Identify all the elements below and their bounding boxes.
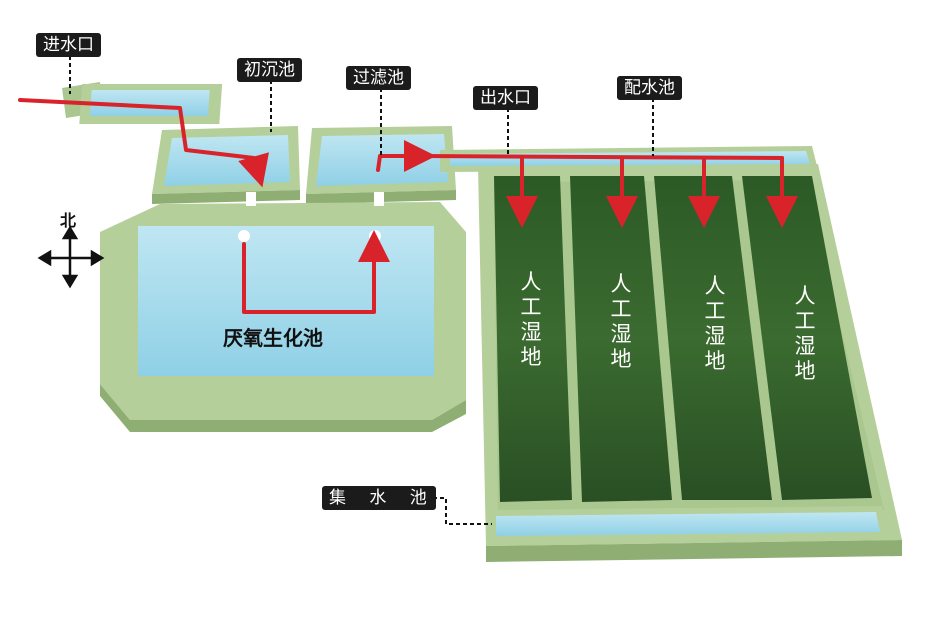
wetland-cell-3: [654, 176, 772, 500]
wetland-label-2: 人工湿地: [610, 272, 632, 371]
distribution-label: 配水池: [617, 76, 682, 100]
inlet-channel: [62, 82, 223, 124]
primary-settling-label: 初沉池: [237, 58, 302, 82]
filter-label: 过滤池: [346, 66, 411, 90]
wetland-cell-2: [570, 176, 672, 502]
wetland-label-1: 人工湿地: [520, 270, 542, 369]
anaerobic-label: 厌氧生化池: [223, 326, 323, 350]
primary-settling-tank: [152, 126, 300, 204]
compass-arrows: [37, 225, 105, 289]
collection-channel: [490, 506, 888, 546]
anaerobic-tank: [100, 202, 466, 432]
arrow-distribution: [418, 154, 784, 160]
wetland-cells: [494, 176, 872, 502]
flow-arrows: [18, 98, 798, 314]
inlet-label: 进水口: [36, 33, 101, 57]
wetland-label-4: 人工湿地: [794, 284, 816, 383]
outlet-label: 出水口: [473, 86, 538, 110]
leader-lines: [69, 56, 654, 525]
wetland-cell-4: [742, 176, 872, 500]
north-label: 北: [60, 211, 77, 230]
collection-label: 集 水 池: [322, 486, 436, 510]
arrow-inlet: [18, 98, 269, 188]
arrow-anaerobic: [242, 230, 390, 314]
wetland-label-3: 人工湿地: [704, 274, 726, 373]
wetland-cell-1: [494, 176, 572, 502]
arrow-filter: [376, 140, 436, 172]
